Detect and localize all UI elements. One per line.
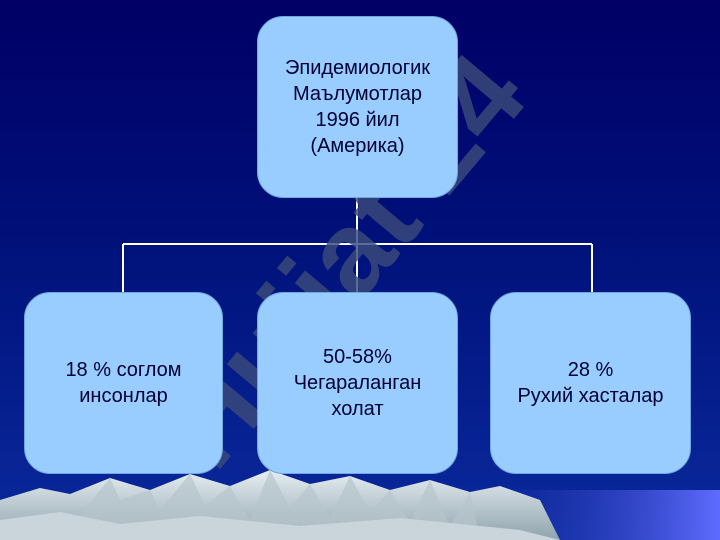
- child-node-text: 50-58% Чегараланган холат: [294, 344, 422, 422]
- child-3-line-2: Рухий хасталар: [517, 385, 664, 407]
- child-2-line-1: 50-58%: [323, 346, 392, 368]
- root-line-4: (Америка): [310, 135, 405, 157]
- child-1-line-2: инсонлар: [79, 385, 168, 407]
- child-1-line-1: 18 % соглом: [65, 359, 182, 381]
- root-line-3: 1996 йил: [315, 109, 400, 131]
- root-node-text: Эпидемиологик Маълумотлар 1996 йил (Амер…: [285, 55, 430, 159]
- child-node-healthy: 18 % соглом инсонлар: [24, 292, 223, 474]
- child-node-text: 18 % соглом инсонлар: [65, 357, 181, 409]
- child-node-limited: 50-58% Чегараланган холат: [257, 292, 458, 474]
- child-node-mental: 28 % Рухий хасталар: [490, 292, 691, 474]
- root-line-2: Маълумотлар: [292, 83, 422, 105]
- root-node: Эпидемиологик Маълумотлар 1996 йил (Амер…: [257, 16, 458, 198]
- mountain-range-image: [0, 470, 720, 540]
- child-3-line-1: 28 %: [567, 359, 614, 381]
- child-node-text: 28 % Рухий хасталар: [517, 357, 663, 409]
- child-2-line-3: холат: [331, 398, 384, 420]
- child-2-line-2: Чегараланган: [293, 372, 422, 394]
- root-line-1: Эпидемиологик: [284, 57, 430, 79]
